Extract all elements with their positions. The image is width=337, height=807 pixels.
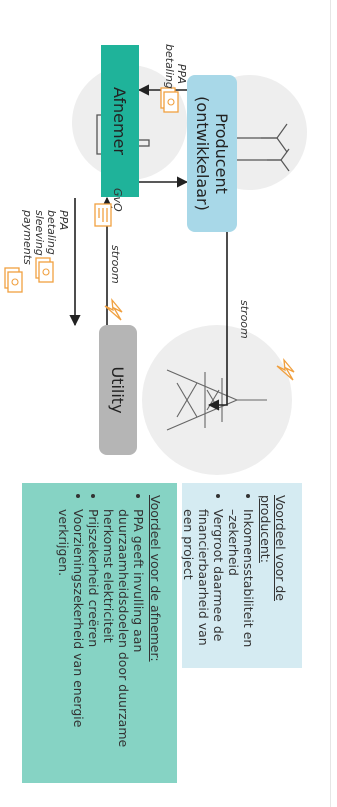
stroom-text: stroom <box>238 300 251 339</box>
producent-sublabel: (ontwikkelaar) <box>193 96 212 211</box>
ppa-bottom-label: PPA betaling sleeving payments <box>21 210 70 265</box>
stroom-mid-label: stroom <box>109 245 122 284</box>
utility-node: Utility <box>99 325 137 455</box>
page-divider <box>330 0 331 807</box>
producent-benefits-list: Inkomensstabiliteit en –zekerheid Vergro… <box>181 495 256 656</box>
list-item: Voorzieningszekerheid van energie verkri… <box>56 509 86 771</box>
afnemer-node: Afnemer <box>101 45 139 197</box>
ppa-text: PPA <box>175 63 188 84</box>
afnemer-benefits-list: PPA geeft invulling aan duurzaamheidsdoe… <box>56 495 146 771</box>
power-pylon-icon <box>166 369 267 431</box>
list-item: Inkomensstabiliteit en –zekerheid <box>226 509 256 656</box>
payments-text: payments <box>21 210 34 265</box>
lightning-icon <box>276 357 295 381</box>
ppa-text: PPA <box>57 210 70 231</box>
money-icon <box>35 257 54 283</box>
producent-benefits-box: Voordeel voor de producent: Inkomensstab… <box>181 483 302 668</box>
producent-benefits-heading: Voordeel voor de producent: <box>258 495 288 601</box>
stroom-right-label: stroom <box>238 300 251 339</box>
list-item: Vergroot daarmee de financierbaarheid va… <box>181 509 226 656</box>
document-icon <box>94 203 112 227</box>
afnemer-label: Afnemer <box>110 87 130 155</box>
list-item: Prijszekerheid creëren <box>86 509 101 771</box>
money-icon <box>160 87 179 113</box>
gvo-label: GvO <box>111 188 124 212</box>
arrow-stroom-right <box>207 232 228 411</box>
gvo-text: GvO <box>111 188 124 212</box>
betaling-text: betaling <box>45 210 58 255</box>
producent-label: Producent <box>212 113 231 194</box>
afnemer-benefits-heading: Voordeel voor de afnemer: <box>148 495 163 662</box>
betaling-text: betaling <box>163 44 176 89</box>
stroom-text: stroom <box>109 245 122 284</box>
lightning-icon <box>104 297 123 321</box>
utility-label: Utility <box>108 366 128 414</box>
money-icon <box>4 267 23 293</box>
sleeving-text: sleeving <box>33 210 46 256</box>
afnemer-benefits-box: Voordeel voor de afnemer: PPA geeft invu… <box>22 483 177 783</box>
wind-turbine-icon <box>229 123 290 172</box>
ppa-betaling-top-label: PPA betaling <box>163 44 188 89</box>
list-item: PPA geeft invulling aan duurzaamheidsdoe… <box>101 509 146 771</box>
producent-node: Producent (ontwikkelaar) <box>187 75 237 232</box>
